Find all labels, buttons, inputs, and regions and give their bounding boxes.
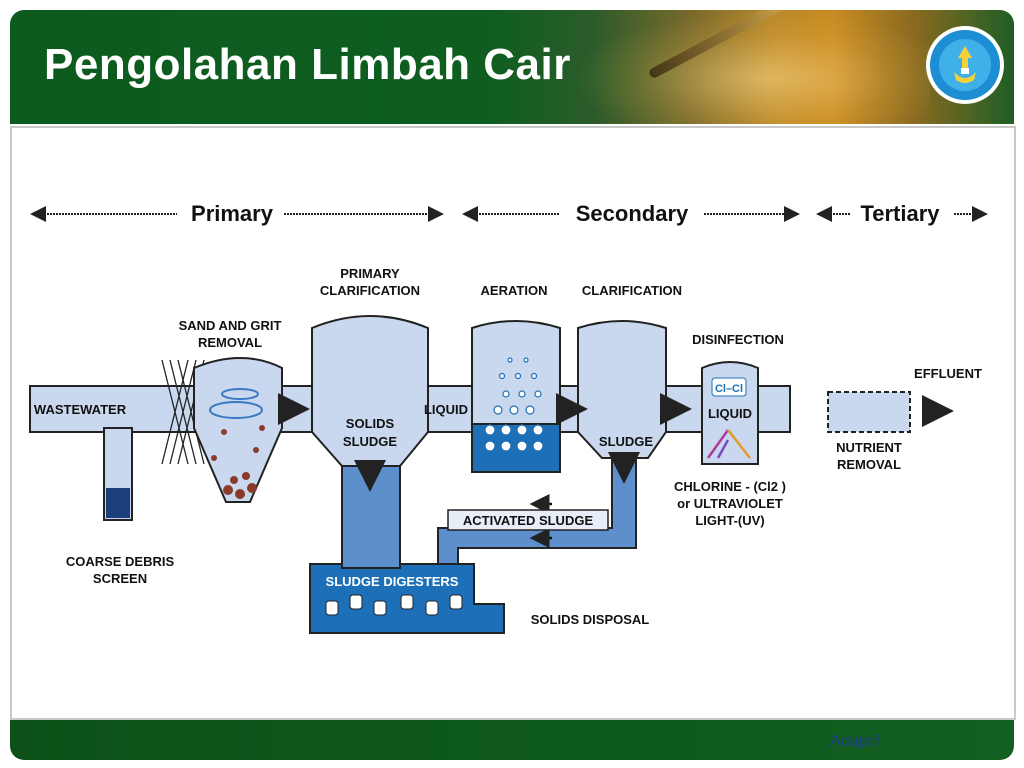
- slide-header: [10, 10, 1014, 124]
- label-chlorine-1: CHLORINE - (Cl2 ): [674, 479, 786, 494]
- label-solids-disposal: SOLIDS DISPOSAL: [531, 612, 650, 627]
- label-activated-sludge: ACTIVATED SLUDGE: [463, 513, 594, 528]
- label-liquid-1: LIQUID: [424, 402, 468, 417]
- footer-label: Adaptif: [830, 733, 880, 750]
- tut-wuri-handayani-logo: [926, 26, 1004, 104]
- coarse-debris-pile: [106, 488, 130, 518]
- vortex-swirl: [209, 401, 263, 419]
- label-nutrient-2: REMOVAL: [837, 457, 901, 472]
- aeration-bubbles: [484, 357, 544, 452]
- stage-tertiary-arrow: Tertiary: [816, 201, 988, 226]
- label-solids-1: SOLIDS: [346, 416, 395, 431]
- stage-tertiary-label: Tertiary: [860, 201, 940, 226]
- label-primary-clarification-2: CLARIFICATION: [320, 283, 420, 298]
- label-wastewater: WASTEWATER: [34, 402, 127, 417]
- primary-clarifier-tank: [311, 315, 429, 467]
- activated-sludge-label-box: [447, 509, 609, 531]
- sand-grit-tank: [193, 357, 283, 503]
- label-primary-clarification-1: PRIMARY: [340, 266, 400, 281]
- label-chlorine-2: or ULTRAVIOLET: [677, 496, 783, 511]
- label-effluent: EFFLUENT: [914, 366, 982, 381]
- label-aeration: AERATION: [481, 283, 548, 298]
- label-liquid-2: LIQUID: [708, 406, 752, 421]
- return-arrows: [529, 494, 552, 548]
- secondary-clarifier-tank: [577, 320, 667, 459]
- slide-title: Pengolahan Limbah Cair: [44, 40, 571, 89]
- flow-arrows: [278, 393, 954, 492]
- chlorine-molecule-box: [711, 377, 747, 397]
- label-disinfection: DISINFECTION: [692, 332, 784, 347]
- label-chlorine-3: LIGHT-(UV): [695, 513, 764, 528]
- label-sludge-digesters: SLUDGE DIGESTERS: [326, 574, 459, 589]
- label-sand-grit-1: SAND AND GRIT: [179, 318, 282, 333]
- chlorine-molecule-label: Cl–Cl: [715, 383, 743, 395]
- stage-secondary-arrow: Secondary: [462, 201, 800, 226]
- stage-primary-label: Primary: [191, 201, 274, 226]
- nutrient-removal-box: [827, 391, 911, 433]
- label-sludge: SLUDGE: [599, 434, 654, 449]
- slide-footer: [10, 720, 1014, 760]
- uv-light-icon: [706, 429, 751, 459]
- diagram-frame: Primary Secondary Tertiary: [10, 126, 1016, 720]
- grit-particles: [211, 425, 265, 499]
- label-coarse-2: SCREEN: [93, 571, 147, 586]
- label-sand-grit-2: REMOVAL: [198, 335, 262, 350]
- stage-secondary-label: Secondary: [576, 201, 689, 226]
- header-decoration: [570, 10, 930, 124]
- wastewater-treatment-diagram: Primary Secondary Tertiary: [29, 201, 988, 634]
- label-coarse-1: COARSE DEBRIS: [66, 554, 175, 569]
- label-solids-2: SLUDGE: [343, 434, 398, 449]
- label-clarification: CLARIFICATION: [582, 283, 682, 298]
- stage-primary-arrow: Primary: [30, 201, 444, 226]
- digester-units: [325, 594, 463, 616]
- label-nutrient-1: NUTRIENT: [836, 440, 902, 455]
